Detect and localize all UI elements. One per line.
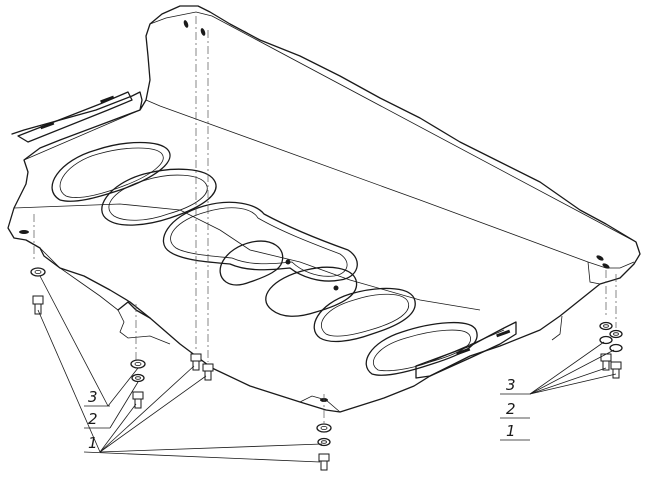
ventilation-slots (51, 141, 478, 376)
callout-right-1: 1 (506, 422, 516, 440)
fastener-left-front-a (130, 359, 146, 409)
assembly-axis-lines (33, 16, 617, 424)
callout-left-3: 3 (88, 388, 98, 406)
fasteners (30, 267, 623, 471)
callout-right-3: 3 (506, 376, 516, 394)
mounting-holes (19, 20, 610, 402)
callout-group-right: 3 2 1 (500, 341, 617, 441)
skid-plate (7, 5, 641, 413)
callout-left-1: 1 (88, 434, 98, 452)
callout-left-2: 2 (88, 410, 98, 428)
callout-right-2: 2 (506, 400, 516, 418)
fastener-left-front-b (190, 353, 214, 381)
callout-group-left: 3 2 1 (37, 275, 323, 463)
fastener-right (599, 321, 623, 379)
fastener-left-rear (30, 267, 46, 315)
fastener-front-centre (316, 423, 332, 471)
